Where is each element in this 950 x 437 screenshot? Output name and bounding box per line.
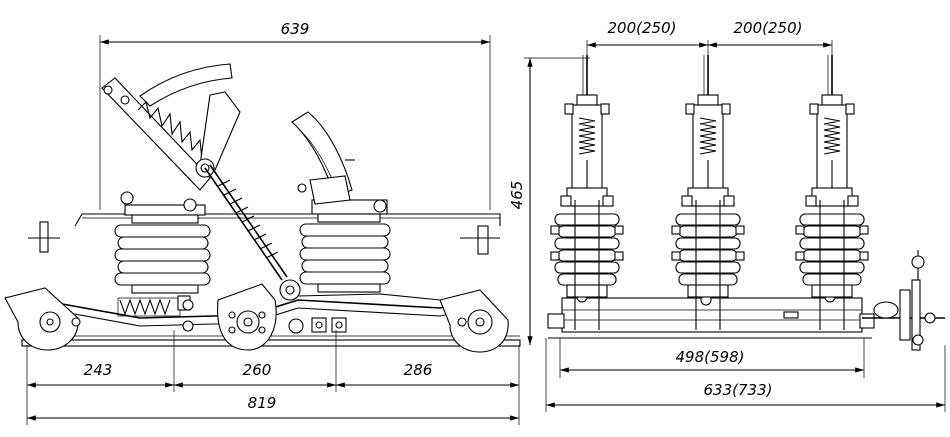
dim-front-pitch-1: 200(250) bbox=[608, 19, 677, 37]
side-base-plate bbox=[21, 339, 521, 347]
front-pole-1 bbox=[550, 55, 624, 330]
dim-side-left-section: 243 bbox=[84, 361, 113, 379]
side-blade-arm bbox=[101, 63, 241, 191]
side-cam-right bbox=[439, 289, 509, 353]
dim-front-total-length: 633(733) bbox=[704, 381, 773, 399]
front-drive-shaft bbox=[862, 250, 945, 351]
dim-side-total-length: 819 bbox=[248, 394, 277, 412]
dim-front-frame-length: 498(598) bbox=[676, 348, 745, 366]
dim-side-top-width: 639 bbox=[281, 20, 310, 38]
dim-side-mid-section: 260 bbox=[243, 361, 272, 379]
side-cam-middle bbox=[182, 283, 277, 351]
front-view bbox=[547, 250, 945, 351]
side-left-spring bbox=[117, 295, 191, 317]
side-insulator-left bbox=[114, 191, 211, 294]
side-cam-left bbox=[4, 287, 81, 351]
front-poles bbox=[550, 55, 869, 330]
side-spring-rod bbox=[204, 164, 301, 301]
front-pole-3 bbox=[795, 55, 869, 330]
dim-side-height: 465 bbox=[508, 181, 526, 210]
front-pole-2 bbox=[671, 55, 745, 330]
front-base-frame bbox=[561, 297, 863, 333]
side-horn-contact bbox=[291, 111, 353, 197]
side-insulator-right bbox=[297, 183, 391, 293]
side-upper-rail bbox=[74, 213, 501, 227]
dim-side-right-section: 286 bbox=[404, 361, 433, 379]
side-view bbox=[4, 35, 521, 425]
dim-front-pitch-2: 200(250) bbox=[734, 19, 803, 37]
